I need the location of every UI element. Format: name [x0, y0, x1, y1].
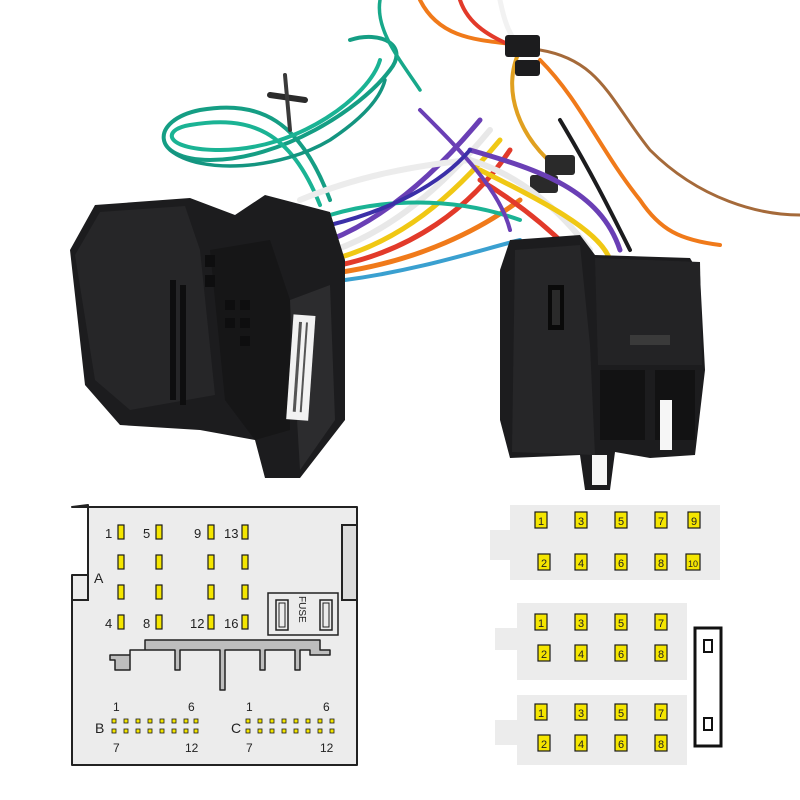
b3-pin-8: 8 [658, 739, 664, 751]
b2-pin-5: 5 [618, 618, 624, 630]
b2-pin-4: 4 [578, 649, 584, 661]
b1-pin-8: 8 [658, 558, 664, 570]
b2-pin-1: 1 [538, 618, 544, 630]
block-2-top-pins [534, 613, 668, 631]
quadlock-pinout-diagram: 1 5 9 13 4 8 12 16 A FUSE 1 6 B 7 12 1 [71, 504, 358, 766]
side-slot-key [693, 626, 723, 748]
pin-number-1: 1 [105, 526, 112, 541]
b2-pin-2: 2 [541, 649, 547, 661]
b1-pin-6: 6 [618, 558, 624, 570]
iso-pinout-block-3: 1 3 5 7 2 4 6 8 [495, 695, 687, 765]
fuse-block: FUSE [267, 592, 339, 636]
pin-number-8: 8 [143, 616, 150, 631]
iso-connector [500, 235, 705, 490]
b1-pin-3: 3 [578, 516, 584, 528]
b1-pin-10: 10 [688, 559, 698, 569]
section-b-label: B [95, 720, 104, 736]
c-pin-7-label: 7 [246, 741, 253, 755]
b2-pin-7: 7 [658, 618, 664, 630]
pin-number-13: 13 [224, 526, 238, 541]
block-2-bottom-pins [537, 644, 668, 662]
b-pin-1-label: 1 [113, 700, 120, 714]
b-pin-6-label: 6 [188, 700, 195, 714]
quadlock-a-pins [117, 524, 249, 630]
pin-number-5: 5 [143, 526, 150, 541]
b-pin-12-label: 12 [185, 741, 199, 755]
b3-pin-1: 1 [538, 708, 544, 720]
b-pin-7-label: 7 [113, 741, 120, 755]
b3-pin-4: 4 [578, 739, 584, 751]
pin-number-16: 16 [224, 616, 238, 631]
b2-pin-6: 6 [618, 649, 624, 661]
block-3-top-pins [534, 703, 668, 721]
section-c-pins [245, 718, 335, 734]
b1-pin-2: 2 [541, 558, 547, 570]
b1-pin-1: 1 [538, 516, 544, 528]
section-a-label: A [94, 570, 104, 586]
b2-pin-3: 3 [578, 618, 584, 630]
block-3-bottom-pins [537, 734, 668, 752]
b3-pin-7: 7 [658, 708, 664, 720]
pin-number-12: 12 [190, 616, 204, 631]
c-pin-12-label: 12 [320, 741, 334, 755]
pin-number-4: 4 [105, 616, 112, 631]
fuse-label: FUSE [296, 596, 307, 623]
section-c-label: C [231, 720, 241, 736]
b1-pin-7: 7 [658, 516, 664, 528]
b1-pin-5: 5 [618, 516, 624, 528]
b1-pin-4: 4 [578, 558, 584, 570]
section-b-pins [111, 718, 199, 734]
iso-pinout-block-2: 1 3 5 7 2 4 6 8 [495, 603, 687, 680]
quadlock-connector [70, 195, 345, 478]
block-1-top-pins [534, 511, 701, 529]
b1-pin-9: 9 [691, 516, 697, 528]
pin-number-9: 9 [194, 526, 201, 541]
b3-pin-2: 2 [541, 739, 547, 751]
block-1-bottom-pins [537, 553, 701, 571]
b3-pin-5: 5 [618, 708, 624, 720]
iso-pinout-block-1: 1 3 5 7 9 2 4 6 8 10 [490, 505, 720, 580]
b3-pin-3: 3 [578, 708, 584, 720]
c-pin-6-label: 6 [323, 700, 330, 714]
b3-pin-6: 6 [618, 739, 624, 751]
b2-pin-8: 8 [658, 649, 664, 661]
c-pin-1-label: 1 [246, 700, 253, 714]
